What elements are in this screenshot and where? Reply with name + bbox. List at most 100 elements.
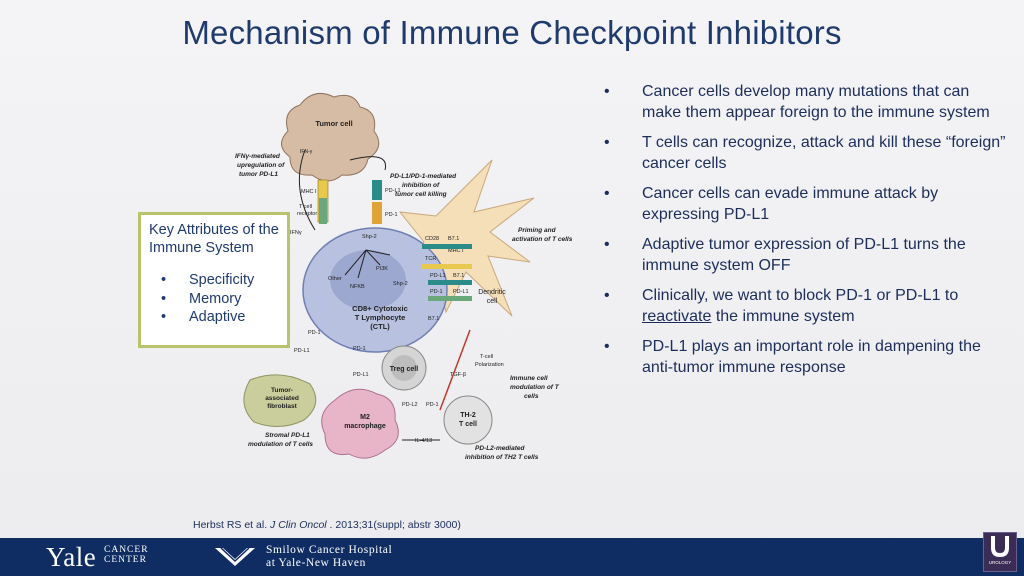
- dendritic-label-1: Dendritic: [478, 289, 506, 296]
- urology-badge: UROLOGY: [983, 532, 1017, 572]
- pd1-dc-label: PD-1: [430, 289, 443, 295]
- smilow-logo-icon: [215, 547, 255, 566]
- bullet-item: Adaptive tumor expression of PD-L1 turns…: [600, 235, 1010, 276]
- pdl2-label: PD-L2: [402, 402, 418, 408]
- fibroblast-shape: [243, 374, 317, 427]
- bullet-item: PD-L1 plays an important role in dampeni…: [600, 337, 1010, 378]
- key-attribute-item: Specificity: [161, 271, 279, 290]
- citation: Herbst RS et al. J Clin Oncol . 2013;31(…: [193, 519, 461, 531]
- pd1-th2-label: PD-1: [426, 402, 439, 408]
- immune-modulation-2: modulation of T: [510, 384, 560, 391]
- pdl1-tumor-receptor: [372, 180, 382, 200]
- tgf-label: TGF-β: [450, 372, 466, 378]
- pdl1-pd1-mediated-3: tumor cell killing: [395, 191, 447, 198]
- pdl1-dc-label-2: PD-L1: [453, 289, 469, 295]
- pi3k-label: PI3K: [376, 266, 388, 272]
- key-attributes-box: Key Attributes of the Immune System Spec…: [138, 212, 290, 348]
- immune-modulation-3: cells: [524, 393, 539, 400]
- th2-label-2: T cell: [459, 421, 477, 428]
- ifn-arrow: [298, 149, 316, 231]
- pd1-m2-label: PD-1: [353, 346, 366, 352]
- bullet-item: Clinically, we want to block PD-1 or PD-…: [600, 286, 1010, 327]
- mhc1-dc-label: MHC I: [448, 248, 464, 254]
- key-attributes-heading: Key Attributes of the Immune System: [149, 222, 279, 256]
- bullet-list: Cancer cells develop many mutations that…: [600, 82, 1010, 388]
- ifn-mediated-2: upregulation of: [237, 162, 285, 169]
- bullet5-post: the immune system: [711, 307, 855, 325]
- citation-journal: J Clin Oncol: [270, 519, 327, 531]
- signal-arrows: [344, 249, 391, 279]
- nfkb-label: NFKB: [350, 284, 365, 290]
- dendritic-label-2: cell: [487, 298, 498, 305]
- ctl-label-1: CD8+ Cytotoxic: [352, 304, 408, 313]
- ifn-mediated-3: tumor PD-L1: [239, 171, 278, 178]
- pdl2-mediated-1: PD-L2-mediated: [475, 445, 526, 452]
- ctl-label-3: (CTL): [370, 322, 390, 331]
- m2-macrophage-shape: [321, 388, 399, 459]
- bullet5-pre: Clinically, we want to block PD-1 or PD-…: [642, 287, 959, 304]
- tumor-cell-label: Tumor cell: [315, 119, 352, 128]
- urology-u-icon: [991, 536, 1009, 558]
- cancer-word: CANCER: [104, 545, 149, 555]
- pdl1-pd1-mediated-2: inhibition of: [402, 182, 440, 189]
- bullet-item: Cancer cells can evade immune attack by …: [600, 184, 1010, 225]
- tcell-polarization-2: Polarization: [475, 362, 504, 368]
- shp2-label-lower: Shp-2: [393, 281, 408, 287]
- b71-dc-label: B7.1: [453, 273, 464, 279]
- priming-label-2: activation of T cells: [512, 236, 573, 243]
- cd28-label: CD28: [425, 236, 439, 242]
- fibroblast-label-3: fibroblast: [267, 403, 297, 410]
- yale-logo-text: Yale: [46, 542, 97, 572]
- ctl-nucleus: [330, 250, 406, 310]
- immune-modulation-1: Immune cell: [510, 375, 548, 382]
- m2-label-2: macrophage: [344, 423, 386, 430]
- smilow-line-1: Smilow Cancer Hospital: [266, 544, 393, 556]
- pdl2-mediated-2: inhibition of TH2 T cells: [465, 454, 539, 461]
- th2-label-1: TH-2: [460, 412, 476, 419]
- pd1-ctl-label: PD-1: [385, 212, 398, 218]
- priming-label-1: Priming and: [518, 227, 557, 234]
- tcell-polarization-1: T-cell: [480, 354, 493, 360]
- pdl1-tumor-label: PD-L1: [385, 188, 401, 194]
- other-label: Other: [328, 276, 342, 282]
- key-attribute-item: Adaptive: [161, 308, 279, 327]
- b71-lower-label: B7.1: [428, 316, 439, 322]
- b71-top-label: B7.1: [448, 236, 459, 242]
- tumor-arrow: [349, 156, 387, 171]
- shp2-label: Shp-2: [362, 234, 377, 240]
- stromal-label-2: modulation of T cells: [248, 441, 313, 448]
- bullet-item: Cancer cells develop many mutations that…: [600, 82, 1010, 123]
- receptor-row-3: [428, 280, 472, 285]
- pd1-ctl-receptor: [372, 202, 382, 224]
- ifny-label: IFNγ: [290, 230, 302, 236]
- dendritic-cell-shape: [394, 159, 535, 317]
- th2-cell-shape: [443, 395, 493, 445]
- fibroblast-label-2: associated: [265, 395, 299, 402]
- citation-rest: . 2013;31(suppl; abstr 3000): [326, 519, 461, 531]
- checkpoint-diagram: Tumor cell IFN-γ Dendritic cell Priming …: [235, 92, 573, 461]
- receptor-row-2: [422, 264, 472, 269]
- pd1-fib-label: PD-1: [308, 330, 321, 336]
- tcr-receptor-label-2: receptor: [297, 211, 317, 217]
- urology-label: UROLOGY: [988, 560, 1012, 565]
- ifn-small-label: IFN-γ: [300, 149, 313, 155]
- center-word: CENTER: [104, 555, 147, 565]
- tcr-receptor-label-1: T cell: [299, 204, 312, 210]
- ifn-mediated-1: IFNγ-mediated: [235, 153, 281, 160]
- smilow-line-2: at Yale-New Haven: [266, 557, 366, 569]
- tcr-label: TCR: [425, 256, 436, 262]
- receptor-row-1: [422, 244, 472, 249]
- key-attributes-list: Specificity Memory Adaptive: [149, 271, 279, 327]
- stromal-label-1: Stromal PD-L1: [265, 432, 310, 439]
- m2-label-1: M2: [360, 414, 370, 421]
- il4-label: IL-4/13: [415, 438, 432, 444]
- bullet5-underlined: reactivate: [642, 307, 712, 325]
- slide-title: Mechanism of Immune Checkpoint Inhibitor…: [182, 14, 842, 51]
- key-attribute-item: Memory: [161, 290, 279, 309]
- pdl1-fib-label: PD-L1: [294, 348, 310, 354]
- treg-label: Treg cell: [390, 366, 418, 373]
- tumor-cell-shape: [281, 92, 380, 182]
- tcr-receptor: [319, 198, 327, 224]
